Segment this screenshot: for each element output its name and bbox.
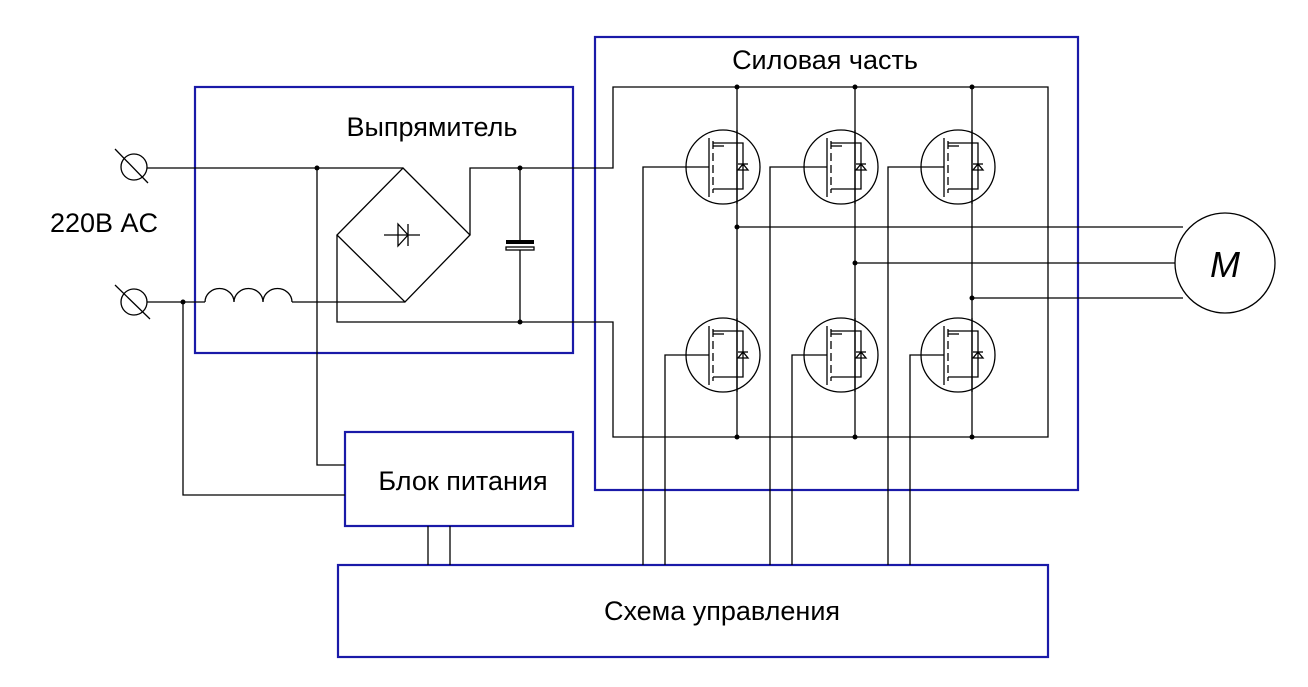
junction-dot [852, 434, 858, 440]
rectifier-label: Выпрямитель [346, 112, 517, 142]
gate-drive-wire [791, 354, 827, 565]
inverter-bridge [642, 84, 1183, 565]
junction-dot [734, 84, 740, 90]
motor-label: M [1210, 244, 1240, 285]
ac-terminal-top [114, 148, 149, 184]
inductor-icon [204, 287, 293, 303]
power-supply-label: Блок питания [378, 466, 547, 496]
control-circuit-label: Схема управления [604, 596, 840, 626]
ac-input-label: 220В AC [50, 208, 158, 238]
junction-dot [734, 434, 740, 440]
junction-dot [969, 84, 975, 90]
rectifier-wiring [147, 86, 1049, 565]
control-circuit-block [336, 563, 1050, 659]
power-supply-block [343, 430, 575, 528]
motor: M [1174, 212, 1276, 314]
gate-drive-wire [909, 354, 944, 565]
capacitor-icon [506, 240, 534, 244]
gate-drive-wire [887, 166, 944, 565]
gate-drive-wire [769, 166, 827, 565]
junction-dot [852, 84, 858, 90]
gate-drive-wire [664, 354, 709, 565]
junction-dot [969, 434, 975, 440]
ac-terminal-bottom [114, 284, 151, 320]
power-section-label: Силовая часть [732, 45, 918, 75]
gate-drive-wire [642, 166, 709, 565]
rectifier-block [193, 85, 575, 355]
